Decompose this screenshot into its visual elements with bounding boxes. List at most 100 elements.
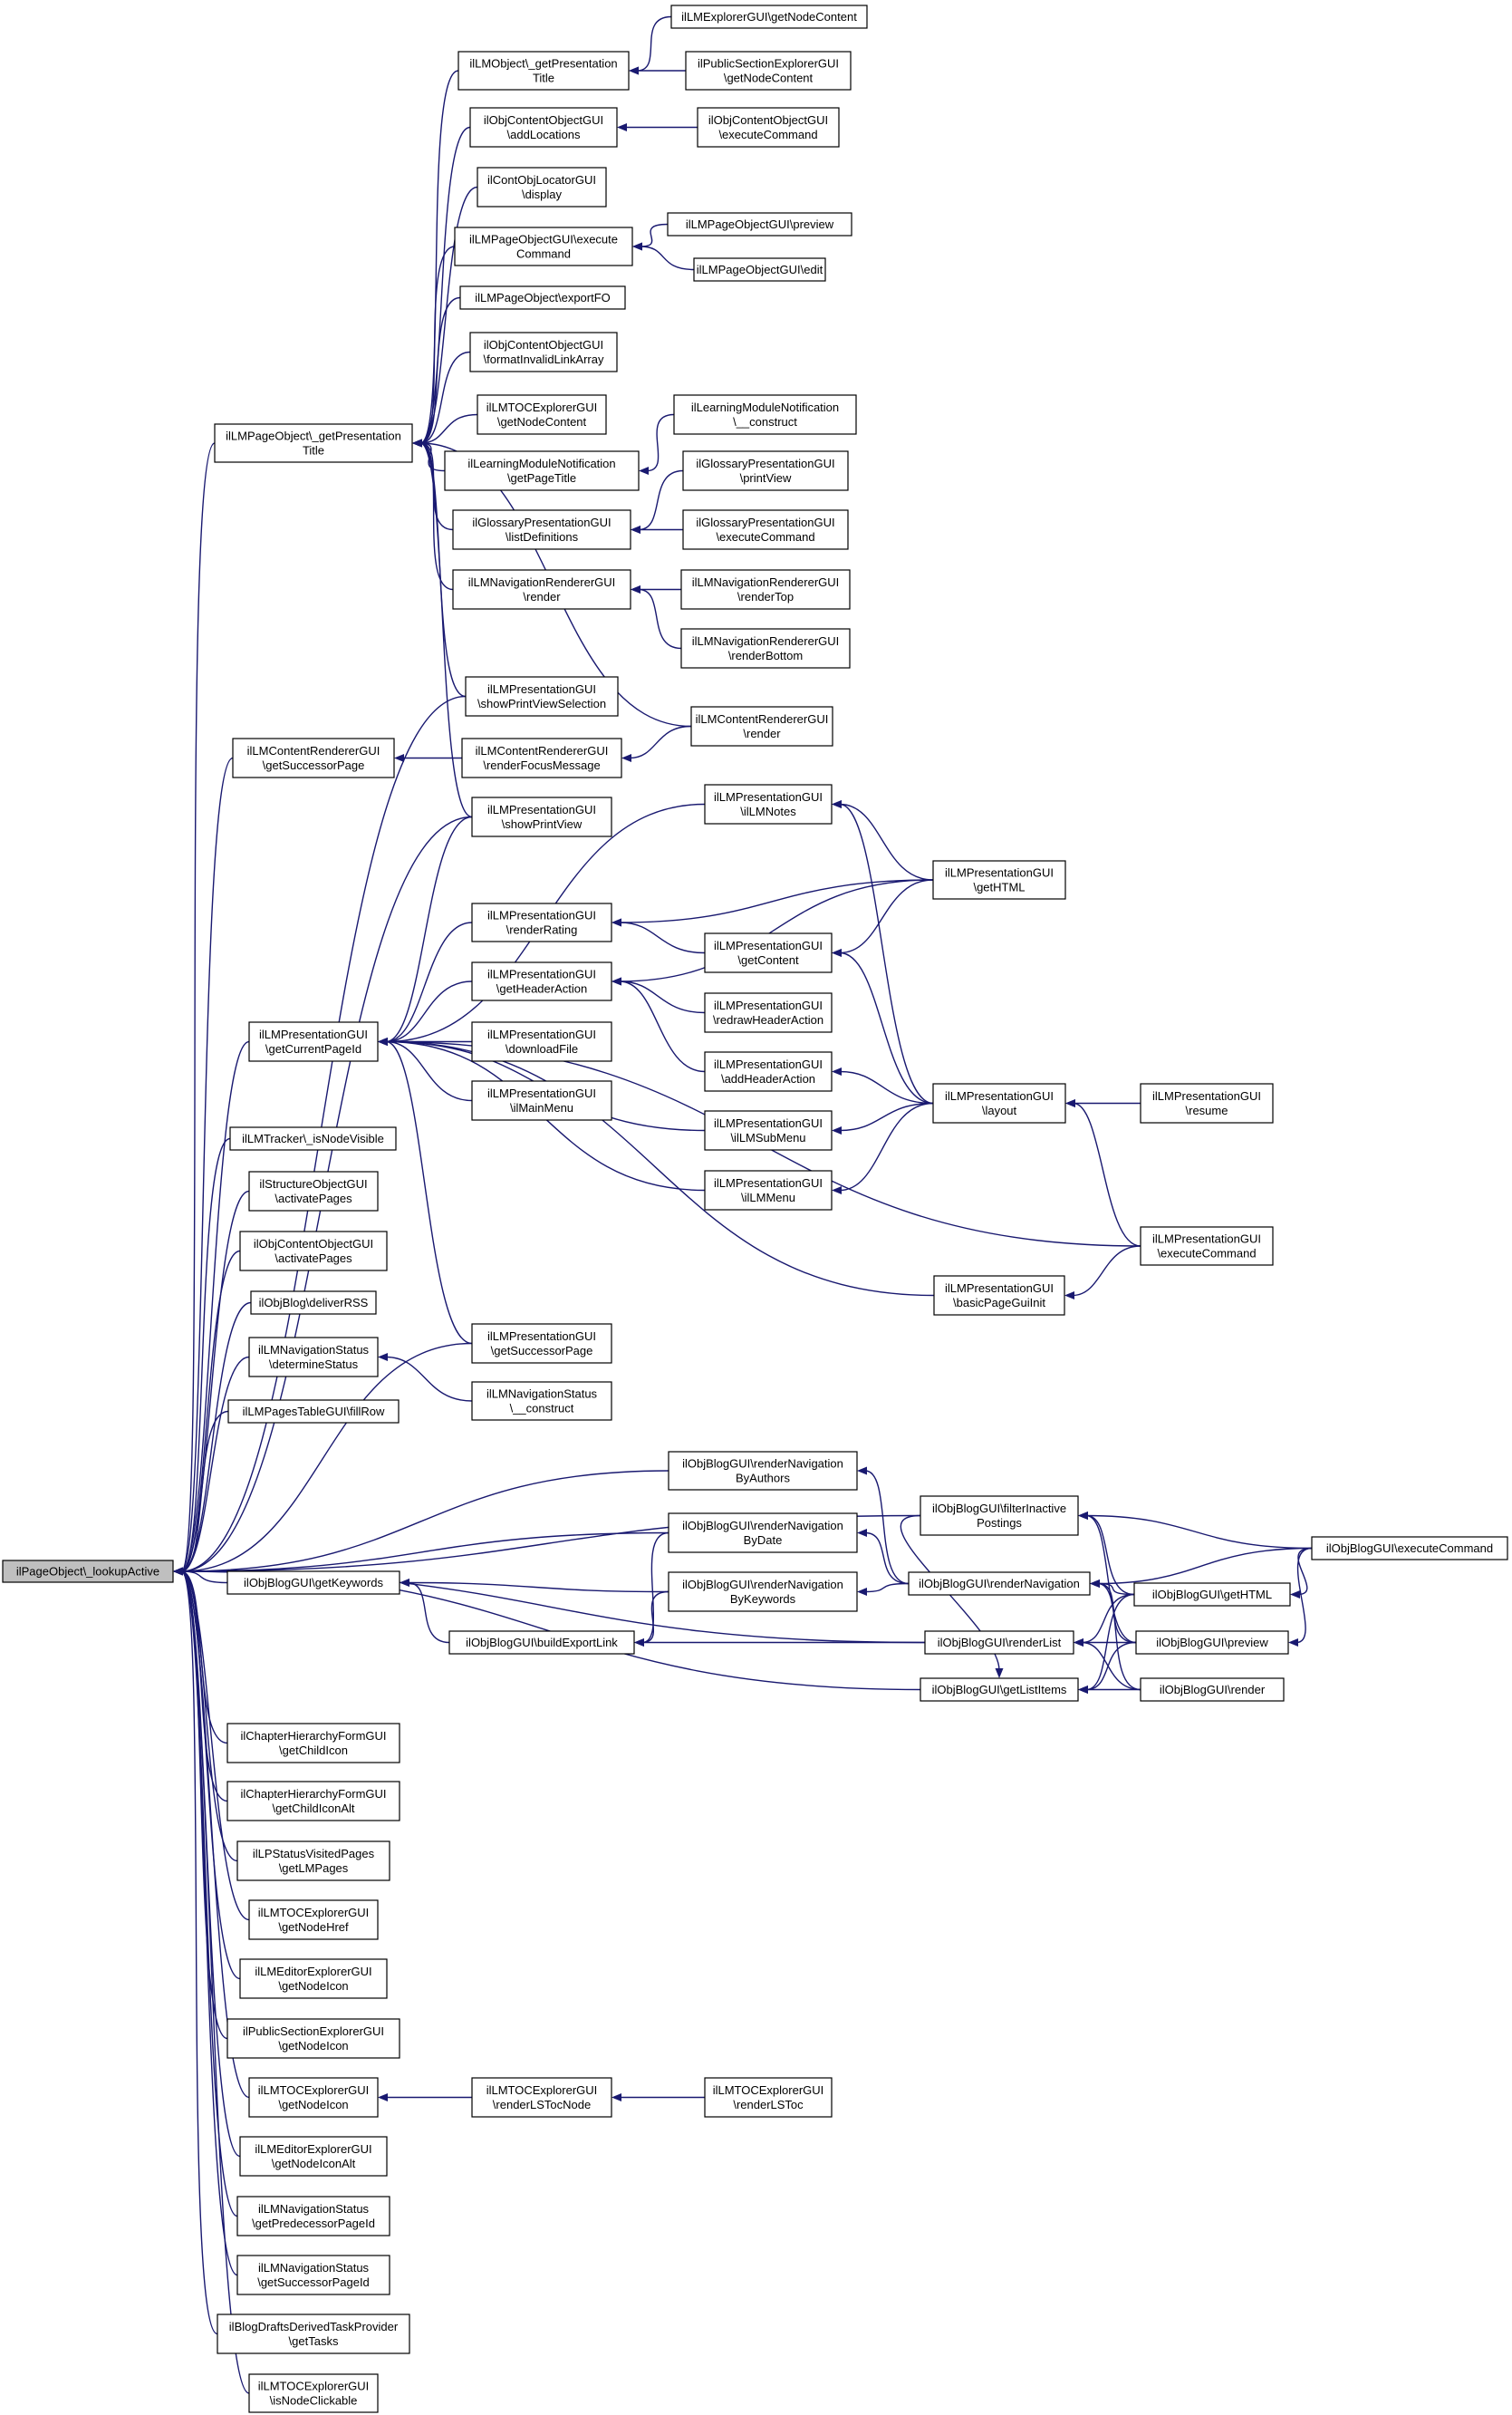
function-node[interactable]: ilLMTOCExplorerGUI\renderLSTocNode — [471, 2077, 612, 2118]
function-node[interactable]: ilLMPageObject\exportFO — [459, 285, 626, 310]
function-node[interactable]: ilLMTOCExplorerGUI\isNodeClickable — [248, 2373, 379, 2413]
function-node[interactable]: ilGlossaryPresentationGUI\printView — [682, 450, 849, 491]
function-node[interactable]: ilLMPresentationGUI\showPrintView — [471, 797, 612, 837]
node-label: ilLMPresentationGUI — [714, 999, 823, 1012]
function-node[interactable]: ilLMContentRendererGUI\render — [690, 706, 833, 747]
function-node[interactable]: ilObjBlogGUI\renderNavigation — [908, 1571, 1091, 1596]
function-node[interactable]: ilLMPresentationGUI\getHeaderAction — [471, 961, 612, 1001]
function-node[interactable]: ilLMPresentationGUI\resume — [1140, 1083, 1274, 1124]
function-node[interactable]: ilLMTOCExplorerGUI\getNodeContent — [477, 394, 607, 435]
function-node[interactable]: ilLMPresentationGUI\downloadFile — [471, 1021, 612, 1062]
function-node[interactable]: ilLMPageObjectGUI\edit — [693, 257, 826, 282]
function-node[interactable]: ilLMNavigationRendererGUI\renderTop — [680, 569, 851, 610]
function-node[interactable]: ilLMTracker\_isNodeVisible — [229, 1126, 397, 1151]
function-node[interactable]: ilLMPresentationGUI\ilMainMenu — [471, 1080, 612, 1121]
function-node[interactable]: ilLMNavigationStatus\__construct — [471, 1381, 612, 1421]
function-node[interactable]: ilLMTOCExplorerGUI\renderLSToc — [704, 2077, 833, 2118]
node-label: ByKeywords — [730, 1592, 796, 1606]
function-node[interactable]: ilObjBlogGUI\render — [1140, 1677, 1285, 1702]
function-node[interactable]: ilLMPresentationGUI\getContent — [704, 932, 833, 973]
function-node[interactable]: ilLMPresentationGUI\getCurrentPageId — [248, 1021, 379, 1062]
function-node[interactable]: ilLMNavigationRendererGUI\render — [452, 569, 631, 610]
function-node[interactable]: ilObjBlogGUI\getHTML — [1133, 1582, 1291, 1607]
function-node[interactable]: ilLMNavigationRendererGUI\renderBottom — [680, 628, 851, 669]
function-node[interactable]: ilLMPresentationGUI\addHeaderAction — [704, 1051, 833, 1092]
function-node[interactable]: ilObjBlogGUI\buildExportLink — [448, 1630, 635, 1655]
node-box — [682, 509, 849, 550]
node-label: ilLMPagesTableGUI\fillRow — [243, 1405, 385, 1418]
function-node[interactable]: ilPublicSectionExplorerGUI\getNodeConten… — [685, 51, 852, 91]
function-node[interactable]: ilLMPresentationGUI\getSuccessorPage — [471, 1323, 612, 1364]
function-node[interactable]: ilLMPresentationGUI\ilLMNotes — [704, 784, 833, 825]
function-node[interactable]: ilLMEditorExplorerGUI\getNodeIcon — [239, 1958, 388, 1999]
node-label: \getSuccessorPageId — [257, 2275, 370, 2289]
function-node[interactable]: ilLMEditorExplorerGUI\getNodeIconAlt — [239, 2136, 388, 2177]
function-node[interactable]: ilLMPresentationGUI\renderRating — [471, 903, 612, 942]
function-node[interactable]: ilLMPresentationGUI\basicPageGuiInit — [933, 1275, 1065, 1316]
function-node[interactable]: ilLMTOCExplorerGUI\getNodeHref — [248, 1899, 379, 1940]
edge-line — [619, 980, 706, 1014]
function-node[interactable]: ilLMPresentationGUI\ilLMSubMenu — [704, 1110, 833, 1151]
function-node[interactable]: ilGlossaryPresentationGUI\listDefinition… — [452, 509, 631, 550]
function-node[interactable]: ilObjContentObjectGUI\executeCommand — [697, 107, 840, 148]
function-node[interactable]: ilObjBlogGUI\preview — [1135, 1630, 1289, 1655]
function-node[interactable]: ilGlossaryPresentationGUI\executeCommand — [682, 509, 849, 550]
node-box — [239, 1231, 388, 1271]
function-node[interactable]: ilStructureObjectGUI\activatePages — [248, 1171, 379, 1212]
node-label: ilObjBlogGUI\getListItems — [932, 1683, 1067, 1696]
function-node[interactable]: ilObjBlog\deliverRSS — [250, 1290, 377, 1315]
call-edge — [612, 879, 934, 927]
function-node[interactable]: ilObjBlogGUI\getListItems — [920, 1677, 1079, 1702]
function-node[interactable]: ilLMContentRendererGUI\getSuccessorPage — [232, 738, 395, 778]
node-label: \activatePages — [274, 1192, 352, 1205]
function-node[interactable]: ilLearningModuleNotification\getPageTitl… — [444, 450, 640, 491]
root-function-node[interactable]: ilPageObject\_lookupActive — [2, 1560, 174, 1583]
function-node[interactable]: ilLMContentRendererGUI\renderFocusMessag… — [461, 738, 622, 778]
function-node[interactable]: ilLearningModuleNotification\__construct — [673, 394, 857, 435]
function-node[interactable]: ilLMNavigationStatus\determineStatus — [248, 1337, 379, 1377]
function-node[interactable]: ilPublicSectionExplorerGUI\getNodeIcon — [226, 2018, 400, 2059]
node-label: ilObjBlogGUI\renderNavigation — [682, 1457, 843, 1471]
function-node[interactable]: ilLMPresentationGUI\executeCommand — [1140, 1226, 1274, 1266]
function-node[interactable]: ilLMExplorerGUI\getNodeContent — [670, 5, 868, 29]
function-node[interactable]: ilLMPresentationGUI\redrawHeaderAction — [704, 992, 833, 1033]
function-node[interactable]: ilLMPageObjectGUI\preview — [667, 212, 852, 237]
function-node[interactable]: ilObjContentObjectGUI\activatePages — [239, 1231, 388, 1271]
function-node[interactable]: ilContObjLocatorGUI\display — [477, 167, 607, 208]
function-node[interactable]: ilLMTOCExplorerGUI\getNodeIcon — [248, 2077, 379, 2118]
edge-line — [1097, 1582, 1141, 1691]
function-node[interactable]: ilObjBlogGUI\renderList — [924, 1630, 1074, 1655]
node-label: ilLMContentRendererGUI — [476, 744, 609, 758]
arrowhead-icon — [621, 754, 631, 762]
function-node[interactable]: ilLMPresentationGUI\getHTML — [932, 860, 1066, 900]
function-node[interactable]: ilLMPageObjectGUI\executeCommand — [454, 227, 633, 266]
function-node[interactable]: ilObjBlogGUI\getKeywords — [226, 1570, 400, 1595]
node-label: \getNodeIcon — [278, 2098, 348, 2111]
function-node[interactable]: ilLMPresentationGUI\showPrintViewSelecti… — [465, 676, 619, 717]
node-box — [248, 2077, 379, 2118]
function-node[interactable]: ilLMPagesTableGUI\fillRow — [227, 1399, 400, 1424]
function-node[interactable]: ilObjContentObjectGUI\formatInvalidLinkA… — [469, 332, 618, 372]
node-label: ilChapterHierarchyFormGUI — [240, 1787, 386, 1801]
function-node[interactable]: ilLPStatusVisitedPages\getLMPages — [236, 1840, 390, 1881]
node-label: \__construct — [733, 415, 797, 429]
function-node[interactable]: ilLMNavigationStatus\getSuccessorPageId — [236, 2255, 390, 2295]
node-box — [704, 784, 833, 825]
edge-line — [1085, 1593, 1135, 1691]
function-node[interactable]: ilChapterHierarchyFormGUI\getChildIcon — [226, 1723, 400, 1763]
function-node[interactable]: ilObjBlogGUI\executeCommand — [1311, 1536, 1508, 1560]
function-node[interactable]: ilChapterHierarchyFormGUI\getChildIconAl… — [226, 1781, 400, 1821]
function-node[interactable]: ilLMPresentationGUI\layout — [932, 1083, 1066, 1124]
function-node[interactable]: ilObjContentObjectGUI\addLocations — [469, 107, 618, 148]
function-node[interactable]: ilBlogDraftsDerivedTaskProvider\getTasks — [217, 2314, 410, 2354]
edge-line — [839, 803, 934, 1105]
call-edge — [857, 1582, 910, 1596]
function-node[interactable]: ilLMNavigationStatus\getPredecessorPageI… — [236, 2196, 390, 2236]
function-node[interactable]: ilLMPresentationGUI\ilLMMenu — [704, 1170, 833, 1211]
